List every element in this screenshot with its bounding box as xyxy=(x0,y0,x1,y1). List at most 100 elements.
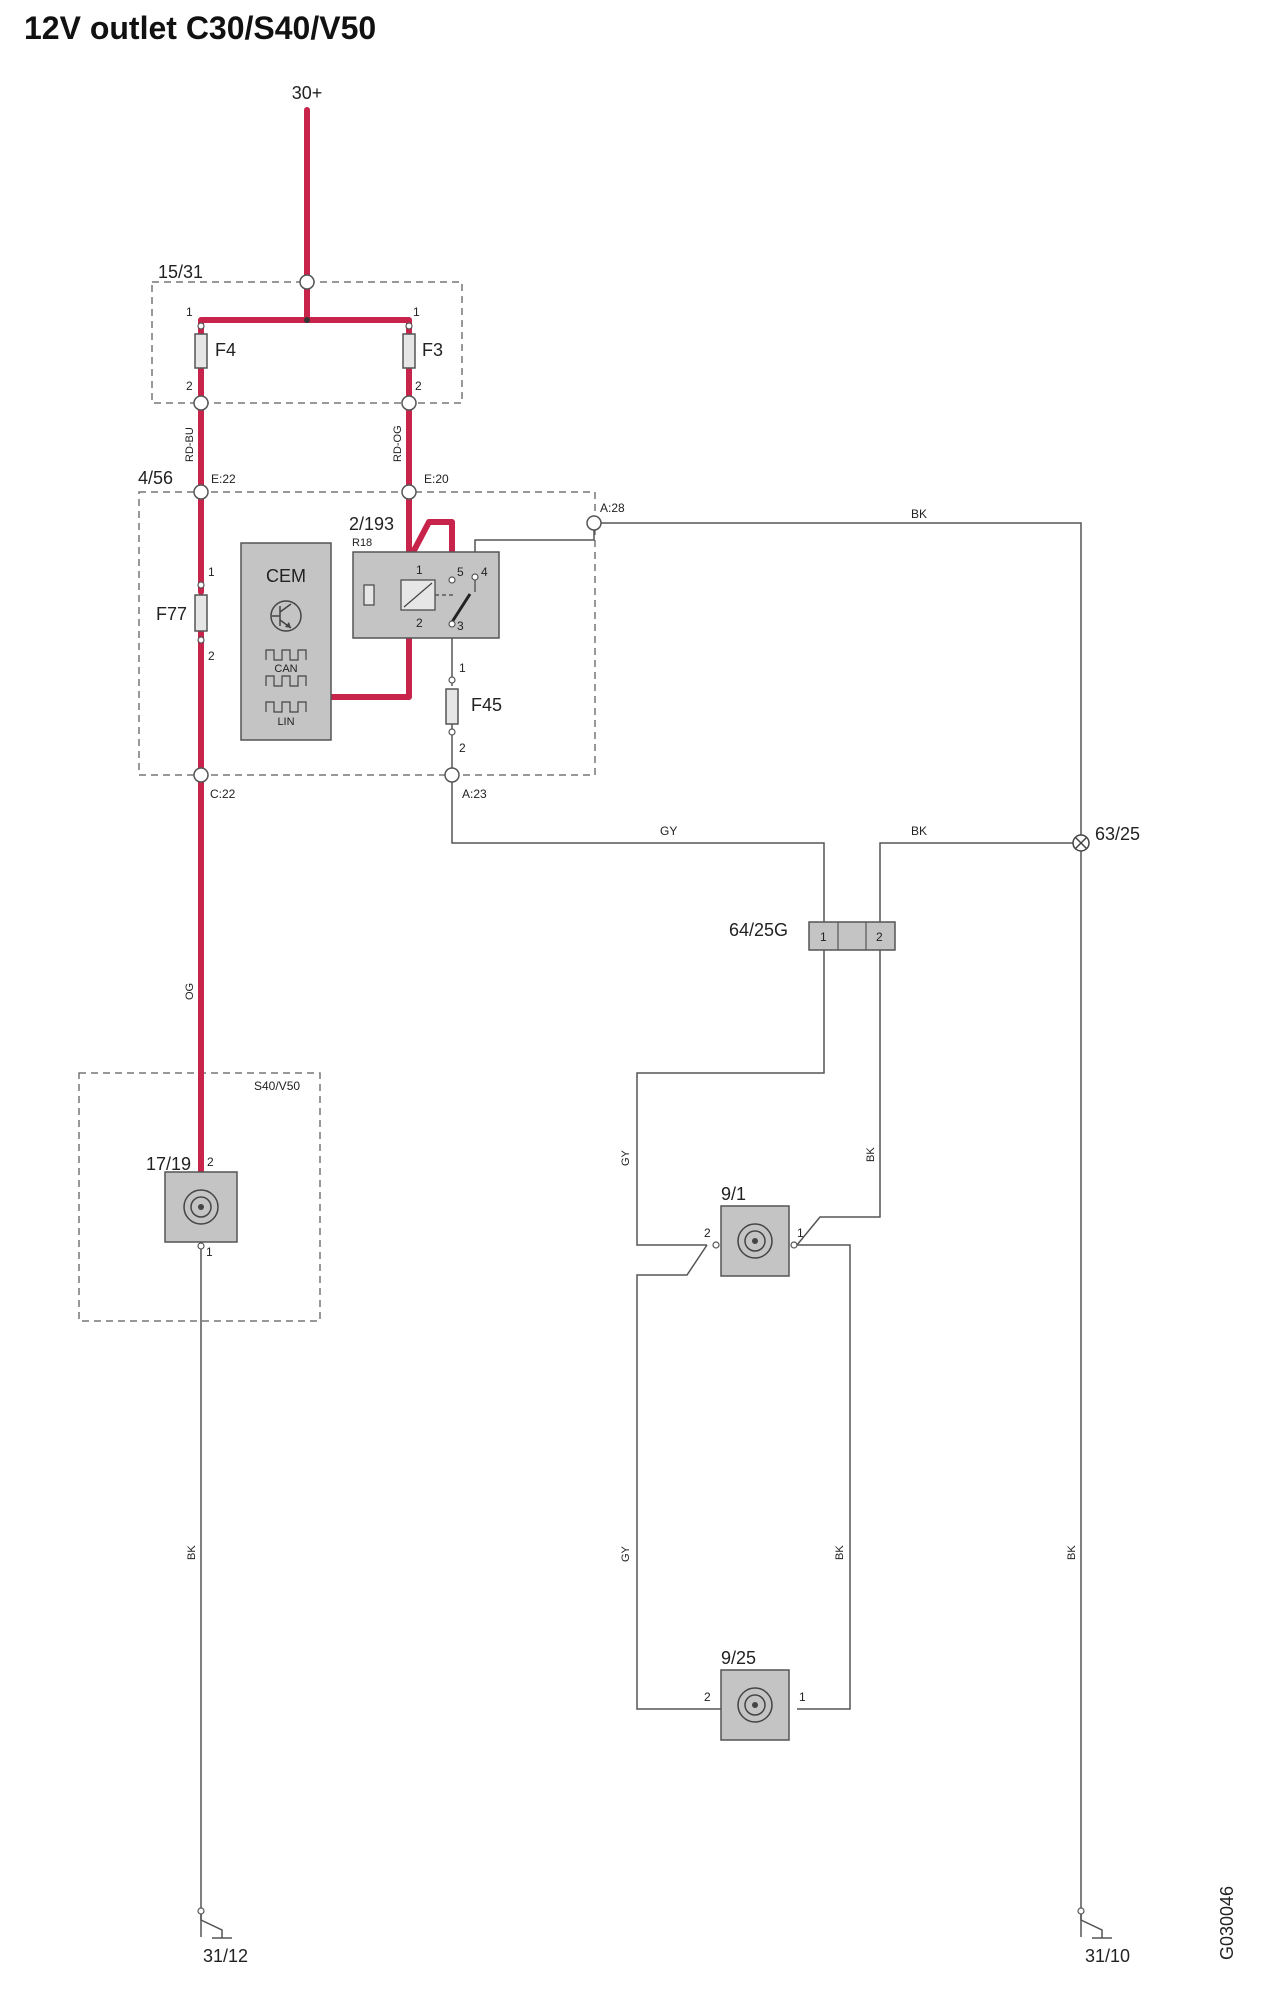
ground-left-label: 31/12 xyxy=(203,1946,248,1966)
outlet1-label: 17/19 xyxy=(146,1154,191,1174)
fuse-bus-junction xyxy=(304,317,310,323)
fuse-f45-label: F45 xyxy=(471,695,502,715)
outlet2-pin2-label: 2 xyxy=(704,1226,711,1240)
f4-out-node xyxy=(193,395,209,411)
terminal-a23-node xyxy=(444,767,460,783)
ground-right-label: 31/10 xyxy=(1085,1946,1130,1966)
wire-gy-to-outlet2 xyxy=(636,950,825,1246)
connector-pin1-label: 1 xyxy=(820,930,827,944)
wire-label-bk-top: BK xyxy=(911,507,927,521)
wire-gy-to-outlet3 xyxy=(636,1244,721,1710)
terminal-c22-node xyxy=(193,767,209,783)
relay-pin5 xyxy=(448,576,456,584)
cem-module xyxy=(240,542,332,741)
connector-label: 64/25G xyxy=(729,920,788,940)
f77-pin1 xyxy=(197,581,205,589)
terminal-a23-label: A:23 xyxy=(462,787,487,801)
fuse-f4 xyxy=(194,333,208,369)
wire-f3-branch xyxy=(304,317,412,337)
wire-label-bk-right: BK xyxy=(1066,1545,1078,1560)
relay-pin2-label: 2 xyxy=(416,616,423,630)
fuse-f77-label: F77 xyxy=(156,604,187,624)
fuse-box-label: 15/31 xyxy=(158,262,203,282)
outlet1-pin1-label: 1 xyxy=(206,1245,213,1259)
fuse-f3-label: F3 xyxy=(422,340,443,360)
cem-box-label: 4/56 xyxy=(138,468,173,488)
f3-pin1 xyxy=(405,322,413,330)
f45-pin1 xyxy=(448,676,456,684)
wire-relay-loop-top xyxy=(406,519,455,580)
splice-label: 63/25 xyxy=(1095,824,1140,844)
terminal-a28-node xyxy=(586,515,602,531)
relay-coil-icon xyxy=(363,579,455,611)
outlet1-pin1 xyxy=(197,1242,205,1250)
terminal-c22-label: C:22 xyxy=(210,787,236,801)
drawing-id-label: G030046 xyxy=(1217,1886,1237,1960)
signal-wires xyxy=(200,522,1082,1937)
terminal-e22-node xyxy=(193,484,209,500)
terminal-e20-node xyxy=(401,484,417,500)
wire-label-gy-lower: GY xyxy=(620,1545,632,1562)
transistor-icon xyxy=(270,600,302,632)
f3-pin1-label: 1 xyxy=(413,305,420,319)
f77-pin2-label: 2 xyxy=(208,649,215,663)
can-signal-icon xyxy=(265,649,307,687)
wire-bk-right-main xyxy=(594,522,1082,1937)
relay-pin4 xyxy=(471,573,479,581)
fuse-box-top-node xyxy=(299,274,315,290)
terminal-e20-label: E:20 xyxy=(424,472,449,486)
socket-icon-outlet3 xyxy=(737,1687,773,1723)
f45-pin2 xyxy=(448,728,456,736)
wire-relay-cem xyxy=(328,613,412,700)
wire-bk-splice-connector xyxy=(879,842,1081,922)
relay-pin3 xyxy=(448,620,456,628)
connector-pin2-label: 2 xyxy=(876,930,883,944)
ground-icon-left xyxy=(197,1907,232,1939)
wire-gy-to-connector xyxy=(451,774,825,922)
relay-label: 2/193 xyxy=(349,514,394,534)
page-title: 12V outlet C30/S40/V50 xyxy=(24,10,377,46)
outlet2-pin1 xyxy=(790,1241,798,1249)
variant-box-label: S40/V50 xyxy=(254,1079,300,1093)
outlet2-pin1-label: 1 xyxy=(797,1226,804,1240)
fuse-f77 xyxy=(194,594,208,632)
outlet3-pin1-label: 1 xyxy=(799,1690,806,1704)
wire-label-bk-upper: BK xyxy=(865,1147,877,1162)
outlet1-pin2-label: 2 xyxy=(207,1155,214,1169)
supply-label: 30+ xyxy=(292,83,323,103)
wire-label-bk-splice: BK xyxy=(911,824,927,838)
fuse-f45 xyxy=(445,688,459,725)
socket-icon-outlet1 xyxy=(183,1189,219,1225)
f45-pin1-label: 1 xyxy=(459,661,466,675)
can-label: CAN xyxy=(274,663,297,675)
relay-switch-icon xyxy=(450,580,476,623)
cem-box-outline xyxy=(138,491,596,776)
f45-pin2-label: 2 xyxy=(459,741,466,755)
f4-pin1 xyxy=(197,322,205,330)
terminal-e22-label: E:22 xyxy=(211,472,236,486)
relay-pin5-label: 5 xyxy=(457,565,464,579)
f3-out-node xyxy=(401,395,417,411)
outlet3-label: 9/25 xyxy=(721,1648,756,1668)
wire-label-gy-a23: GY xyxy=(660,824,677,838)
relay-pin3-label: 3 xyxy=(457,619,464,633)
fuse-f4-label: F4 xyxy=(215,340,236,360)
ground-icon-right xyxy=(1077,1907,1112,1939)
wire-f4-branch xyxy=(198,317,310,337)
outlet2-label: 9/1 xyxy=(721,1184,746,1204)
terminal-a28-label: A:28 xyxy=(600,501,625,515)
wire-bk-to-outlet2 xyxy=(796,950,881,1246)
wire-label-bk-lower: BK xyxy=(834,1545,846,1560)
lin-signal-icon xyxy=(265,701,307,713)
wire-label-bk-left: BK xyxy=(186,1545,198,1560)
wire-label-rd-bu: RD-BU xyxy=(184,427,196,462)
socket-icon-outlet2 xyxy=(737,1223,773,1259)
wire-bk-to-outlet3 xyxy=(797,1244,851,1710)
lin-label: LIN xyxy=(277,716,294,728)
fuse-f3 xyxy=(402,333,416,369)
relay-pin1-label: 1 xyxy=(416,563,423,577)
cem-module-label: CEM xyxy=(266,566,306,586)
f77-pin2 xyxy=(197,636,205,644)
f4-pin2-label: 2 xyxy=(186,379,193,393)
